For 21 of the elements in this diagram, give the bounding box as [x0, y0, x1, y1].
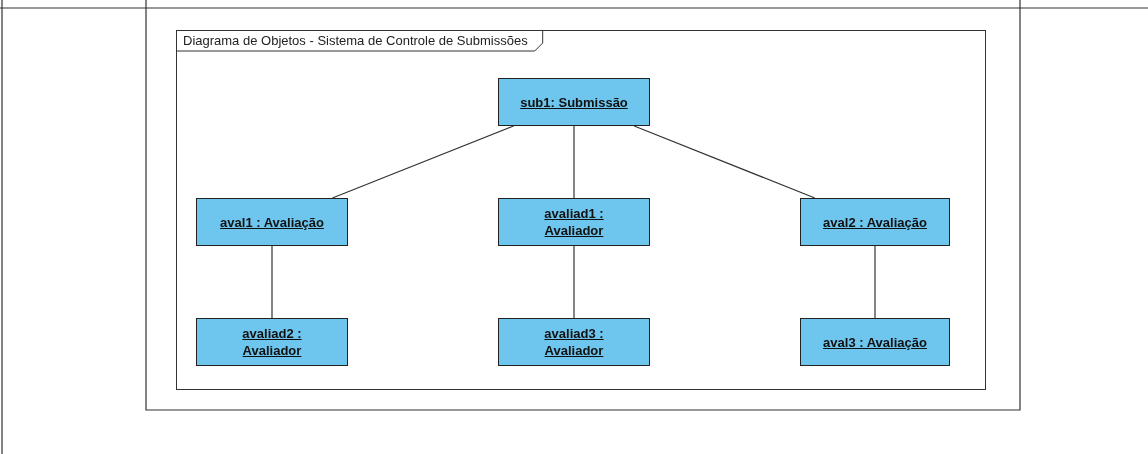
- association-line: [874, 245, 876, 319]
- object-name: avaliad1 : Avaliador: [543, 205, 605, 239]
- association-line: [633, 125, 816, 199]
- object-box: [498, 198, 650, 246]
- association-line: [573, 245, 575, 319]
- object-name: aval3 : Avaliação: [822, 333, 928, 351]
- association-line: [573, 125, 575, 199]
- object-box: [800, 318, 950, 366]
- object-box: [498, 318, 650, 366]
- object-box: [498, 78, 650, 126]
- object-box: [800, 198, 950, 246]
- diagram-frame: [176, 30, 986, 390]
- object-name: aval1 : Avaliação: [219, 213, 325, 231]
- object-name: avaliad2 : Avaliador: [241, 325, 303, 359]
- object-name: avaliad3 : Avaliador: [543, 325, 605, 359]
- association-line: [331, 125, 515, 199]
- object-name: aval2 : Avaliação: [822, 213, 928, 231]
- object-box: [196, 318, 348, 366]
- object-name: sub1: Submissão: [519, 93, 629, 111]
- association-line: [271, 245, 273, 319]
- object-box: [196, 198, 348, 246]
